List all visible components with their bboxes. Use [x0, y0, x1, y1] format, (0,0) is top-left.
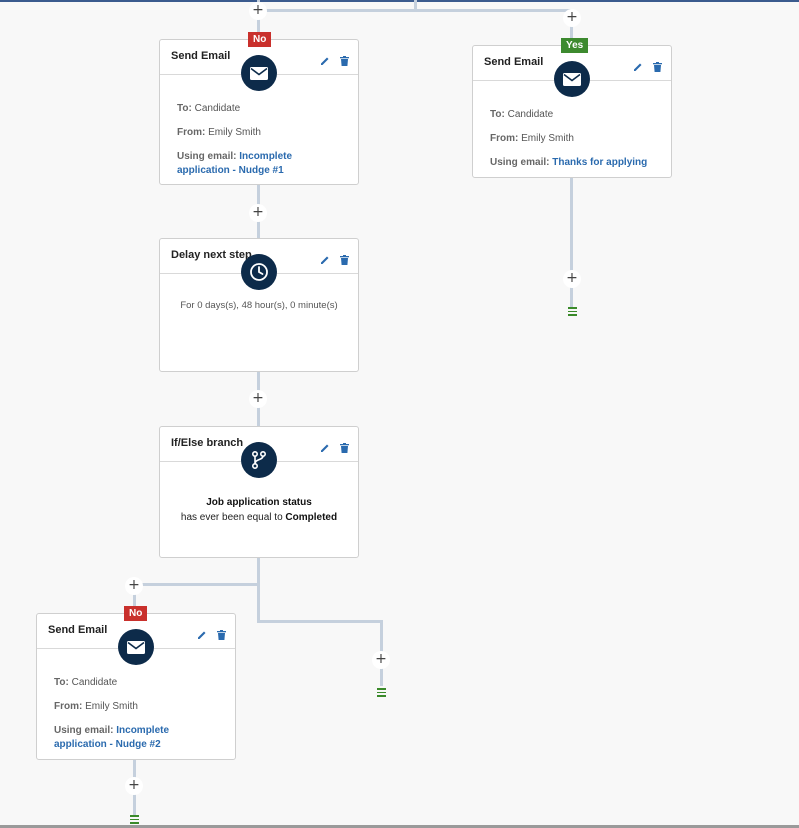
trash-icon[interactable] [217, 627, 226, 645]
from-label: From: [54, 701, 83, 712]
end-flow-icon [129, 815, 139, 826]
add-step-button[interactable]: + [249, 390, 267, 408]
from-label: From: [490, 133, 519, 144]
trash-icon[interactable] [340, 53, 349, 71]
connector [257, 0, 260, 40]
add-step-button[interactable]: + [249, 2, 267, 20]
if-else-branch-card[interactable]: If/Else branch Job application status ha… [159, 426, 359, 558]
email-template-link[interactable]: Incomplete application - Nudge #2 [54, 725, 170, 750]
pencil-icon[interactable] [320, 440, 330, 458]
send-email-card[interactable]: Send Email To: Candidate From: Emily Smi… [159, 39, 359, 185]
connector [257, 620, 383, 623]
from-value: Emily Smith [208, 127, 261, 138]
pencil-icon[interactable] [320, 252, 330, 270]
to-value: Candidate [71, 677, 118, 688]
send-email-card[interactable]: Send Email To: Candidate From: Emily Smi… [36, 613, 236, 760]
to-value: Candidate [194, 103, 241, 114]
end-flow-icon [567, 307, 577, 318]
add-step-button[interactable]: + [563, 270, 581, 288]
add-step-button[interactable]: + [249, 204, 267, 222]
card-title: Send Email [171, 50, 231, 62]
trash-icon[interactable] [340, 252, 349, 270]
pencil-icon[interactable] [633, 59, 643, 77]
envelope-icon [554, 61, 590, 97]
pencil-icon[interactable] [320, 53, 330, 71]
top-border [0, 0, 799, 2]
connector [133, 583, 260, 586]
card-title: Delay next step [171, 249, 252, 261]
to-label: To: [54, 677, 69, 688]
clock-icon [241, 254, 277, 290]
condition-operator: has ever been equal to [180, 512, 283, 523]
branch-icon [241, 442, 277, 478]
bottom-border [0, 825, 799, 828]
branch-no-badge: No [124, 606, 148, 621]
delay-card[interactable]: Delay next step For 0 days(s), 48 hour(s… [159, 238, 359, 372]
branch-no-badge: No [248, 32, 272, 47]
connector [257, 556, 260, 622]
from-value: Emily Smith [85, 701, 138, 712]
card-title: Send Email [48, 624, 108, 636]
using-email-label: Using email: [54, 725, 114, 736]
email-template-link[interactable]: Thanks for applying [552, 157, 648, 168]
to-label: To: [490, 109, 505, 120]
envelope-icon [241, 55, 277, 91]
trash-icon[interactable] [653, 59, 662, 77]
add-step-button[interactable]: + [125, 777, 143, 795]
condition-field: Job application status [206, 497, 312, 508]
add-step-button[interactable]: + [372, 651, 390, 669]
using-email-label: Using email: [177, 151, 237, 162]
connector [414, 0, 417, 11]
pencil-icon[interactable] [197, 627, 207, 645]
add-step-button[interactable]: + [125, 577, 143, 595]
from-value: Emily Smith [521, 133, 574, 144]
connector [570, 177, 573, 307]
condition-value: Completed [285, 512, 338, 523]
delay-duration-text: For 0 days(s), 48 hour(s), 0 minute(s) [180, 300, 338, 311]
to-value: Candidate [507, 109, 554, 120]
to-label: To: [177, 103, 192, 114]
add-step-button[interactable]: + [563, 9, 581, 27]
envelope-icon [118, 629, 154, 665]
end-flow-icon [376, 688, 386, 699]
using-email-label: Using email: [490, 157, 550, 168]
card-title: If/Else branch [171, 437, 244, 449]
trash-icon[interactable] [340, 440, 349, 458]
branch-yes-badge: Yes [561, 38, 589, 53]
send-email-card[interactable]: Send Email To: Candidate From: Emily Smi… [472, 45, 672, 178]
card-title: Send Email [484, 56, 544, 68]
connector [133, 583, 136, 614]
email-template-link[interactable]: Incomplete application - Nudge #1 [177, 151, 293, 176]
from-label: From: [177, 127, 206, 138]
